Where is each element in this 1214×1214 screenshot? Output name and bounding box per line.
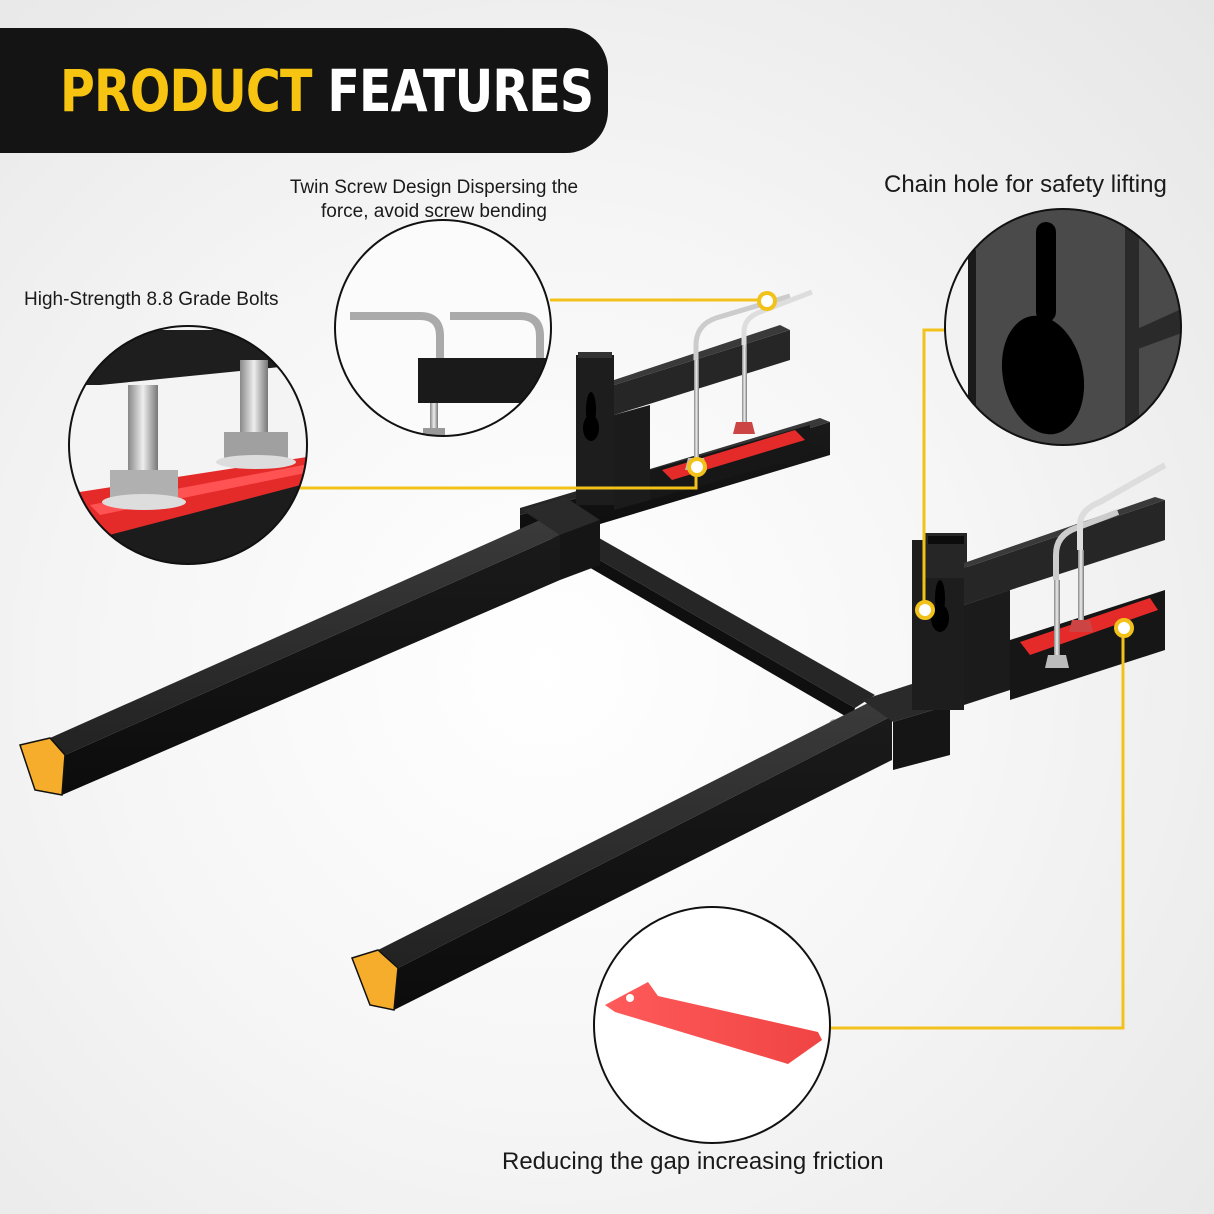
dot-chain-hole	[915, 600, 935, 620]
header-banner: PRODUCT FEATURES	[0, 28, 608, 153]
banner-title: PRODUCT FEATURES	[60, 62, 594, 120]
fork-tip-right	[351, 949, 399, 1011]
banner-title-rest: FEATURES	[327, 56, 594, 125]
left-upright	[576, 289, 813, 510]
fork-tip-left	[19, 737, 66, 796]
left-fork	[19, 520, 560, 796]
callout-pad: Reducing the gap increasing friction	[502, 1148, 884, 1175]
leader-chain-hole	[922, 328, 945, 610]
leader-pad	[830, 628, 1125, 1030]
dot-pad	[1114, 618, 1134, 638]
callout-twin-screw-line2: force, avoid screw bending	[320, 201, 547, 222]
crossbar	[565, 530, 875, 708]
leader-dots	[687, 291, 1134, 638]
right-upright	[912, 462, 1167, 710]
detail-circle-twin-screw	[334, 219, 552, 437]
detail-circle-bolts	[68, 325, 308, 565]
dot-twin-screw	[757, 291, 777, 311]
right-fork	[351, 702, 892, 1011]
callout-twin-screw: Twin Screw Design Dispersing the force, …	[250, 176, 618, 224]
banner-title-accent: PRODUCT	[60, 56, 312, 125]
detail-circle-pad	[593, 906, 831, 1144]
callout-bolts: High-Strength 8.8 Grade Bolts	[24, 289, 279, 310]
dot-bolts	[687, 457, 707, 477]
callout-twin-screw-line1: Twin Screw Design Dispersing the	[289, 177, 579, 198]
friction-pad	[605, 982, 822, 1064]
pallet-fork-frame	[19, 289, 1167, 1011]
detail-circle-chain-hole	[944, 208, 1182, 446]
callout-chain-hole: Chain hole for safety lifting	[884, 171, 1167, 198]
